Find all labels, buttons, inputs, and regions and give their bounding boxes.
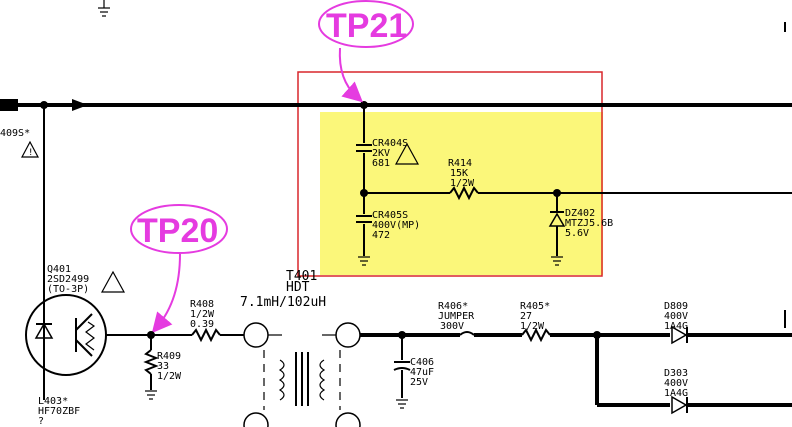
resistor-r405	[521, 327, 551, 343]
r405-ref: R405*	[520, 301, 550, 312]
cr405s-value2: 472	[372, 230, 390, 241]
r414-value1: 15K	[450, 168, 468, 179]
r414-value2: 1/2W	[450, 178, 475, 189]
d809-ref: D809	[664, 301, 688, 312]
tp21-label: TP21	[326, 7, 407, 45]
r405-value2: 1/2W	[520, 321, 545, 332]
tp20-bubble	[130, 204, 228, 254]
dz402-value1: MTZJ5.6B	[565, 218, 613, 229]
cr405s-value1: 400V(MP)	[372, 220, 420, 231]
r409-value1: 33	[157, 361, 169, 372]
svg-text:!: !	[28, 148, 33, 158]
transformer-winding	[319, 359, 326, 401]
l403-value1: HF70ZBF	[38, 406, 80, 417]
r406-ref: R406*	[438, 301, 468, 312]
resistor-r414	[449, 185, 479, 201]
warning-triangle-icon	[100, 270, 126, 293]
tp20-label: TP20	[137, 212, 218, 250]
t401-ref: T401	[286, 269, 317, 284]
r409-value2: 1/2W	[157, 371, 182, 382]
l403-value2: ?	[38, 416, 44, 427]
r414-ref: R414	[448, 158, 472, 169]
highlight-border	[297, 71, 603, 277]
resistor-r409	[143, 349, 159, 375]
resistor-r408	[191, 327, 221, 343]
d303-ref: D303	[664, 368, 688, 379]
capacitor-c406	[393, 361, 411, 371]
cr404s-value2: 681	[372, 158, 390, 169]
r408-value1: 1/2W	[190, 309, 215, 320]
warning-triangle-icon	[21, 140, 39, 158]
cr404s-ref: CR404S	[372, 138, 408, 149]
ground-symbol	[145, 390, 157, 400]
r408-ref: R408	[190, 299, 214, 310]
capacitor-cr405s	[356, 215, 372, 223]
q401-value1: 2SD2499	[47, 274, 89, 285]
transformer-winding	[278, 359, 285, 401]
dz402-ref: DZ402	[565, 208, 595, 219]
ground-symbol	[358, 256, 370, 266]
resistor-r406	[459, 331, 475, 336]
transformer-terminal	[243, 412, 269, 427]
ground-symbol	[551, 256, 563, 266]
bus-left-arrow-icon	[0, 99, 18, 111]
capacitor-cr404s	[356, 144, 372, 152]
d303-value2: 1A4G	[664, 388, 688, 399]
l403-ref: L403*	[38, 396, 68, 407]
tp20-arrow	[151, 253, 181, 334]
c406-ref: C406	[410, 357, 434, 368]
diode-d809	[671, 325, 688, 345]
transformer-terminal	[335, 412, 361, 427]
t401-value2: 7.1mH/102uH	[240, 295, 326, 310]
diode-d303	[671, 395, 688, 415]
ground-symbol-top	[98, 0, 110, 17]
warning-triangle-icon	[394, 142, 420, 165]
d809-value2: 1A4G	[664, 321, 688, 332]
ground-symbol	[396, 399, 408, 409]
left-cut-label: 409S*	[0, 128, 30, 139]
dz402-value2: 5.6V	[565, 228, 589, 239]
r405-value1: 27	[520, 311, 532, 322]
cr405s-ref: CR405S	[372, 210, 408, 221]
transformer-terminal	[243, 322, 269, 348]
r406-value2: 300V	[440, 321, 464, 332]
c406-value2: 25V	[410, 377, 428, 388]
d809-value1: 400V	[664, 311, 688, 322]
cr404s-value1: 2KV	[372, 148, 390, 159]
c406-value1: 47uF	[410, 367, 434, 378]
transformer-terminal	[335, 322, 361, 348]
t401-value1: HDT	[286, 280, 310, 295]
r409-ref: R409	[157, 351, 181, 362]
tp21-bubble	[318, 0, 414, 48]
r406-value1: JUMPER	[438, 311, 475, 322]
r408-value2: 0.39	[190, 319, 214, 330]
d303-value1: 400V	[664, 378, 688, 389]
q401-value2: (TO-3P)	[47, 284, 89, 295]
q401-ref: Q401	[47, 264, 71, 275]
tp21-arrow	[338, 47, 363, 103]
